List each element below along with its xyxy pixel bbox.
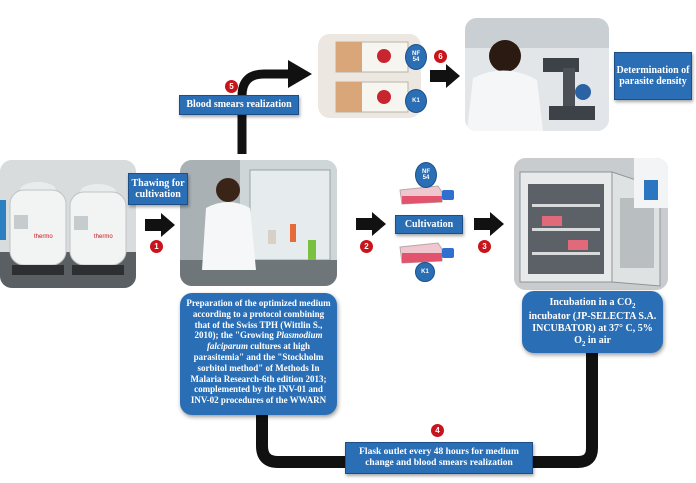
incubation-box: Incubation in a CO2 incubator (JP-SELECT… — [522, 291, 663, 353]
cultivation-label: Cultivation — [395, 215, 463, 234]
incubation-sub-2: 2 — [581, 339, 586, 348]
incubation-sub-1: 2 — [632, 302, 636, 310]
preparation-text-1: Preparation of the optimized medium acco… — [186, 298, 331, 341]
nf54-culture-flask — [398, 184, 456, 206]
step2-arrow-icon — [356, 212, 386, 236]
svg-text:thermo: thermo — [34, 234, 53, 240]
medium-preparation-box: Preparation of the optimized medium acco… — [180, 293, 337, 415]
step-badge-2: 2 — [360, 240, 373, 253]
step-badge-3: 3 — [478, 240, 491, 253]
blood-smear-slides-photo — [318, 34, 421, 118]
k1-culture-flask — [398, 241, 456, 265]
svg-text:thermo: thermo — [94, 234, 113, 240]
step-badge-4: 4 — [431, 424, 444, 437]
flask-outlet-label: Flask outlet every 48 hours for medium c… — [345, 442, 533, 474]
preparation-text-2: cultures at high parasitemia" and the "S… — [190, 341, 327, 406]
k1-strain-label-flask: K1 — [415, 262, 435, 282]
step-badge-6: 6 — [434, 50, 447, 63]
preparation-italic-species: Plasmodium falciparum — [206, 330, 323, 352]
determination-label: Determination of parasite density — [614, 52, 692, 100]
incubator-photo — [514, 158, 668, 290]
incubation-text-3: in air — [587, 334, 611, 346]
nitrogen-tanks-photo: thermo thermo — [0, 160, 136, 288]
step-badge-5: 5 — [225, 80, 238, 93]
biosafety-cabinet-photo — [180, 160, 337, 286]
step1-arrow-icon — [145, 213, 175, 237]
k1-strain-label-slides: K1 — [405, 89, 427, 113]
blood-smears-label: Blood smears realization — [179, 95, 299, 115]
incubation-text-2: incubator (JP-SELECTA S.A. INCUBATOR) at… — [528, 310, 657, 346]
incubation-text-1: Incubation in a CO — [549, 297, 633, 308]
microscope-photo — [465, 18, 609, 131]
step3-arrow-icon — [474, 212, 504, 236]
step-badge-1: 1 — [150, 240, 163, 253]
step6-arrow-icon — [430, 64, 460, 88]
thawing-label: Thawing for cultivation — [128, 173, 188, 205]
